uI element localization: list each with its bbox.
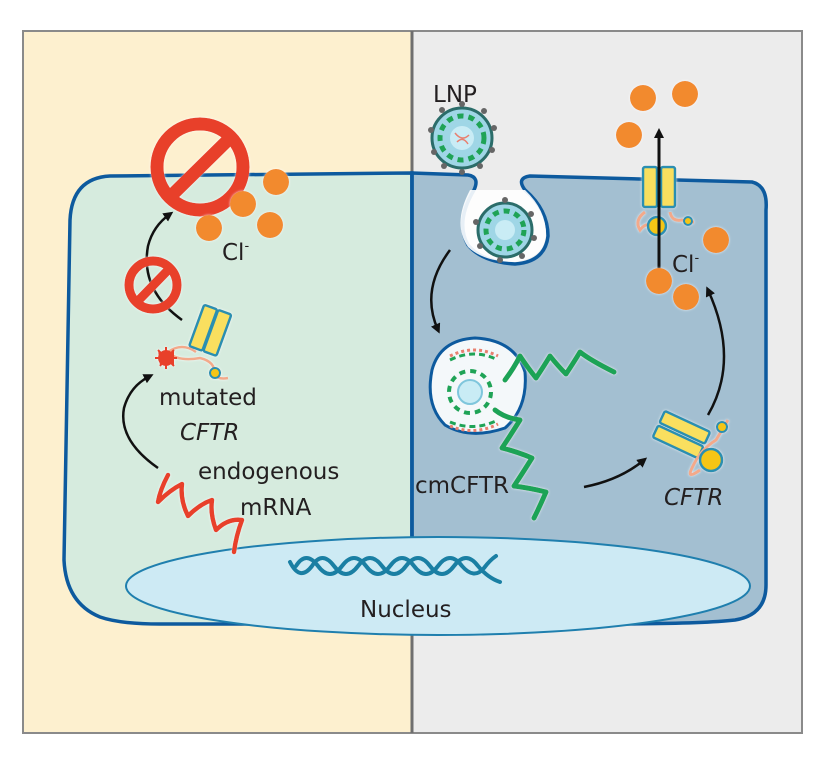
endogenous-label-line2: mRNA <box>240 495 312 521</box>
arrow-trafficking-right <box>705 286 726 416</box>
endogenous-mrna-strand <box>155 472 245 555</box>
lnp-disassembling <box>447 348 499 432</box>
cftr-channel-membrane <box>636 165 695 237</box>
nucleus <box>125 536 751 636</box>
chloride-ion <box>673 284 699 310</box>
chloride-ion <box>703 227 729 253</box>
mutated-cftr-protein <box>155 303 233 380</box>
arrow-translation-right <box>583 457 648 489</box>
lnp-particle <box>428 101 497 175</box>
lnp-label: LNP <box>433 82 477 108</box>
chloride-ion <box>257 212 283 238</box>
nucleus-label: Nucleus <box>360 597 452 623</box>
chloride-ion <box>630 85 656 111</box>
chloride-label-left: Cl- <box>222 239 249 266</box>
mutation-site-icon <box>155 347 177 369</box>
endogenous-label-line1: endogenous <box>198 459 339 485</box>
cmcftr-mrna-strand-lower <box>492 407 549 521</box>
dna-helix-icon <box>288 554 502 584</box>
chloride-ion <box>616 122 642 148</box>
mutated-label-line2: CFTR <box>180 420 239 446</box>
chloride-ion <box>646 268 672 294</box>
mutated-label-line1: mutated <box>159 385 257 411</box>
lnp-particle-endocytosed <box>473 197 537 263</box>
arrow-endocytosis <box>430 249 452 334</box>
cmcftr-label: cmCFTR <box>415 473 509 499</box>
prohibited-icon-large <box>150 117 250 217</box>
chloride-ion <box>196 215 222 241</box>
cmcftr-mrna-strand-upper <box>502 349 617 383</box>
prohibited-icon-small <box>124 256 182 314</box>
cftr-label: CFTR <box>664 485 723 511</box>
chloride-ion <box>263 169 289 195</box>
chloride-ions-right <box>616 81 729 310</box>
chloride-ions-left <box>196 169 289 241</box>
cftr-channel-protein <box>652 410 730 476</box>
chloride-label-right: Cl- <box>672 251 699 278</box>
arrow-translation-left <box>121 374 159 470</box>
chloride-ion <box>230 191 256 217</box>
chloride-ion <box>672 81 698 107</box>
